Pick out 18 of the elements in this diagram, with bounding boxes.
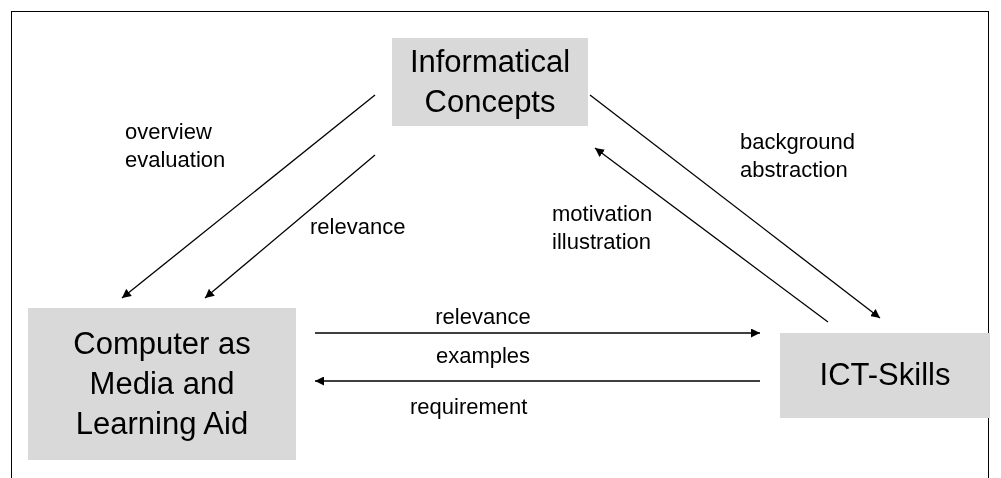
edge-label: overview evaluation xyxy=(125,118,227,173)
concept-box xyxy=(392,38,588,126)
edge-label: relevance xyxy=(310,213,407,241)
concept-box xyxy=(780,333,990,418)
arrow xyxy=(589,94,881,319)
edge-label: relevance examples xyxy=(434,303,532,370)
concept-box xyxy=(28,308,296,460)
box-label: ICT-Skills xyxy=(819,356,951,395)
box-label: Informatical Concepts xyxy=(409,42,571,121)
arrow xyxy=(314,328,761,338)
box-label: Computer as Media and Learning Aid xyxy=(72,324,252,444)
arrow xyxy=(314,376,761,386)
arrow xyxy=(204,154,376,299)
arrow xyxy=(594,147,829,323)
edge-label: requirement xyxy=(410,393,529,421)
edge-label: background abstraction xyxy=(740,128,856,183)
arrow xyxy=(121,94,376,299)
edge-label: motivation illustration xyxy=(552,200,654,255)
